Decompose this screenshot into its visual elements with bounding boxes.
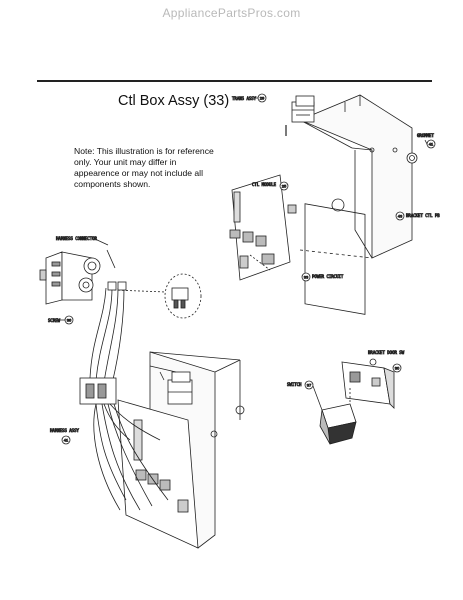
disclaimer-note: Note: This illustration is for reference… bbox=[74, 146, 214, 189]
svg-text:BRACKET DOOR SW: BRACKET DOOR SW bbox=[368, 350, 405, 355]
svg-text:30: 30 bbox=[395, 366, 400, 371]
callout-trans-assy: TRANS ASSY 29 bbox=[232, 93, 267, 103]
callout-switch: SWITCH 37 bbox=[287, 380, 323, 411]
callout-power-circuit: 33 POWER CIRCUIT bbox=[301, 272, 344, 282]
svg-text:41: 41 bbox=[64, 438, 69, 443]
transformer-part bbox=[285, 95, 315, 136]
callout-screw: SCREW 36 bbox=[48, 315, 74, 325]
svg-text:POWER CIRCUIT: POWER CIRCUIT bbox=[312, 274, 344, 279]
svg-text:25: 25 bbox=[282, 184, 287, 189]
svg-text:GROMMET: GROMMET bbox=[417, 133, 434, 138]
control-board-part bbox=[229, 174, 297, 281]
connector-zoom bbox=[113, 273, 202, 319]
svg-text:HARNESS ASSY: HARNESS ASSY bbox=[50, 428, 79, 433]
callout-harness-assy: HARNESS ASSY 41 bbox=[50, 428, 80, 445]
door-switch-detail bbox=[319, 358, 395, 445]
callout-grommet: GROMMET 41 bbox=[417, 133, 436, 149]
callout-bracket-door: BRACKET DOOR SW 30 bbox=[368, 350, 405, 373]
callout-ctl-module: CTL MODULE 25 bbox=[252, 181, 289, 191]
svg-text:BRACKET CTL PB: BRACKET CTL PB bbox=[406, 213, 440, 218]
svg-text:SCREW: SCREW bbox=[48, 318, 61, 323]
svg-text:33: 33 bbox=[304, 275, 309, 280]
svg-text:HARNESS CONNECTOR: HARNESS CONNECTOR bbox=[56, 236, 98, 241]
svg-text:41: 41 bbox=[429, 142, 434, 147]
callout-bracket-ctl: 43 BRACKET CTL PB bbox=[395, 211, 441, 221]
lower-assembly bbox=[79, 351, 245, 549]
svg-text:36: 36 bbox=[67, 318, 72, 323]
svg-text:37: 37 bbox=[307, 383, 312, 388]
header-rule bbox=[37, 80, 432, 82]
top-assembly bbox=[229, 94, 418, 315]
svg-text:CTL MODULE: CTL MODULE bbox=[252, 182, 277, 187]
diagram-title: Ctl Box Assy (33) bbox=[118, 93, 230, 109]
svg-text:29: 29 bbox=[260, 96, 265, 101]
wire-harness bbox=[89, 281, 127, 385]
harness-connector-detail: HARNESS CONNECTOR bbox=[39, 236, 116, 305]
svg-text:43: 43 bbox=[398, 214, 403, 219]
svg-text:SWITCH: SWITCH bbox=[287, 382, 302, 387]
watermark: AppliancePartsPros.com bbox=[162, 6, 301, 20]
svg-text:TRANS ASSY: TRANS ASSY bbox=[232, 96, 257, 101]
